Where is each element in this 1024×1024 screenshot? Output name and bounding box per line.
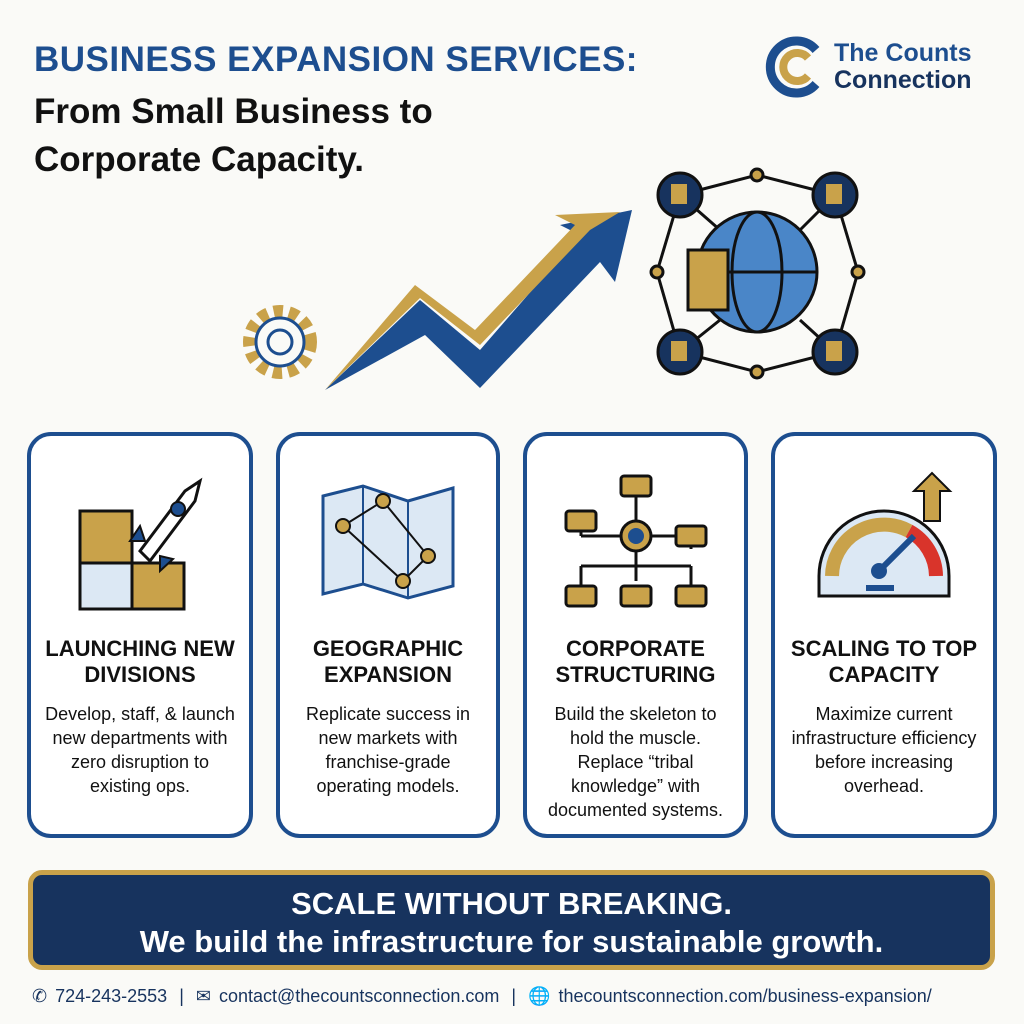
growth-hero-illustration [243,167,866,390]
card-description: Replicate success in new markets with fr… [305,704,471,796]
phone-icon: ✆ [32,986,48,1006]
globe-icon: 🌐 [528,986,551,1006]
card-launching-new-divisions: LAUNCHING NEW DIVISIONS Develop, staff, … [27,432,253,838]
org-chart-icon [564,474,707,608]
page-title: BUSINESS EXPANSION SERVICES: [34,40,638,79]
banner-subline: We build the infrastructure for sustaina… [139,924,884,959]
rocket-puzzle-icon [78,477,203,611]
email-icon: ✉ [195,986,211,1006]
banner-headline: SCALE WITHOUT BREAKING. [291,886,732,921]
website-link[interactable]: thecountsconnection.com/business-expansi… [558,986,932,1006]
card-title: CORPORATE STRUCTURING [555,636,716,687]
card-geographic-expansion: GEOGRAPHIC EXPANSION Replicate success i… [276,432,500,838]
card-scaling-to-top-capacity: SCALING TO TOP CAPACITY Maximize current… [771,432,997,838]
separator: | [511,986,517,1006]
global-network-icon [649,167,866,380]
email-link[interactable]: contact@thecountsconnection.com [218,986,500,1006]
card-description: Build the skeleton to hold the muscle. R… [547,704,724,820]
separator: | [179,986,184,1006]
card-description: Maximize current infrastructure efficien… [791,704,977,796]
gear-icon [243,305,317,379]
logo-line2: Connection [834,66,972,94]
speedometer-icon [817,471,953,598]
logo-line1: The Counts [834,39,972,67]
map-pins-icon [321,484,455,600]
card-title: LAUNCHING NEW DIVISIONS [45,636,235,687]
page-subtitle: From Small Business to Corporate Capacit… [34,92,433,179]
phone-link[interactable]: 724-243-2553 [55,986,168,1006]
card-description: Develop, staff, & launch new departments… [45,704,235,796]
card-corporate-structuring: CORPORATE STRUCTURING Build the skeleton… [523,432,748,838]
logo-c-icon [765,36,820,98]
tagline-banner: SCALE WITHOUT BREAKING. We build the inf… [28,870,995,970]
trend-arrow-icon [325,210,632,390]
contact-footer: ✆ 724-243-2553 | ✉ contact@thecountsconn… [32,986,932,1007]
card-title: SCALING TO TOP CAPACITY [790,636,978,687]
card-title: GEOGRAPHIC EXPANSION [312,636,464,687]
